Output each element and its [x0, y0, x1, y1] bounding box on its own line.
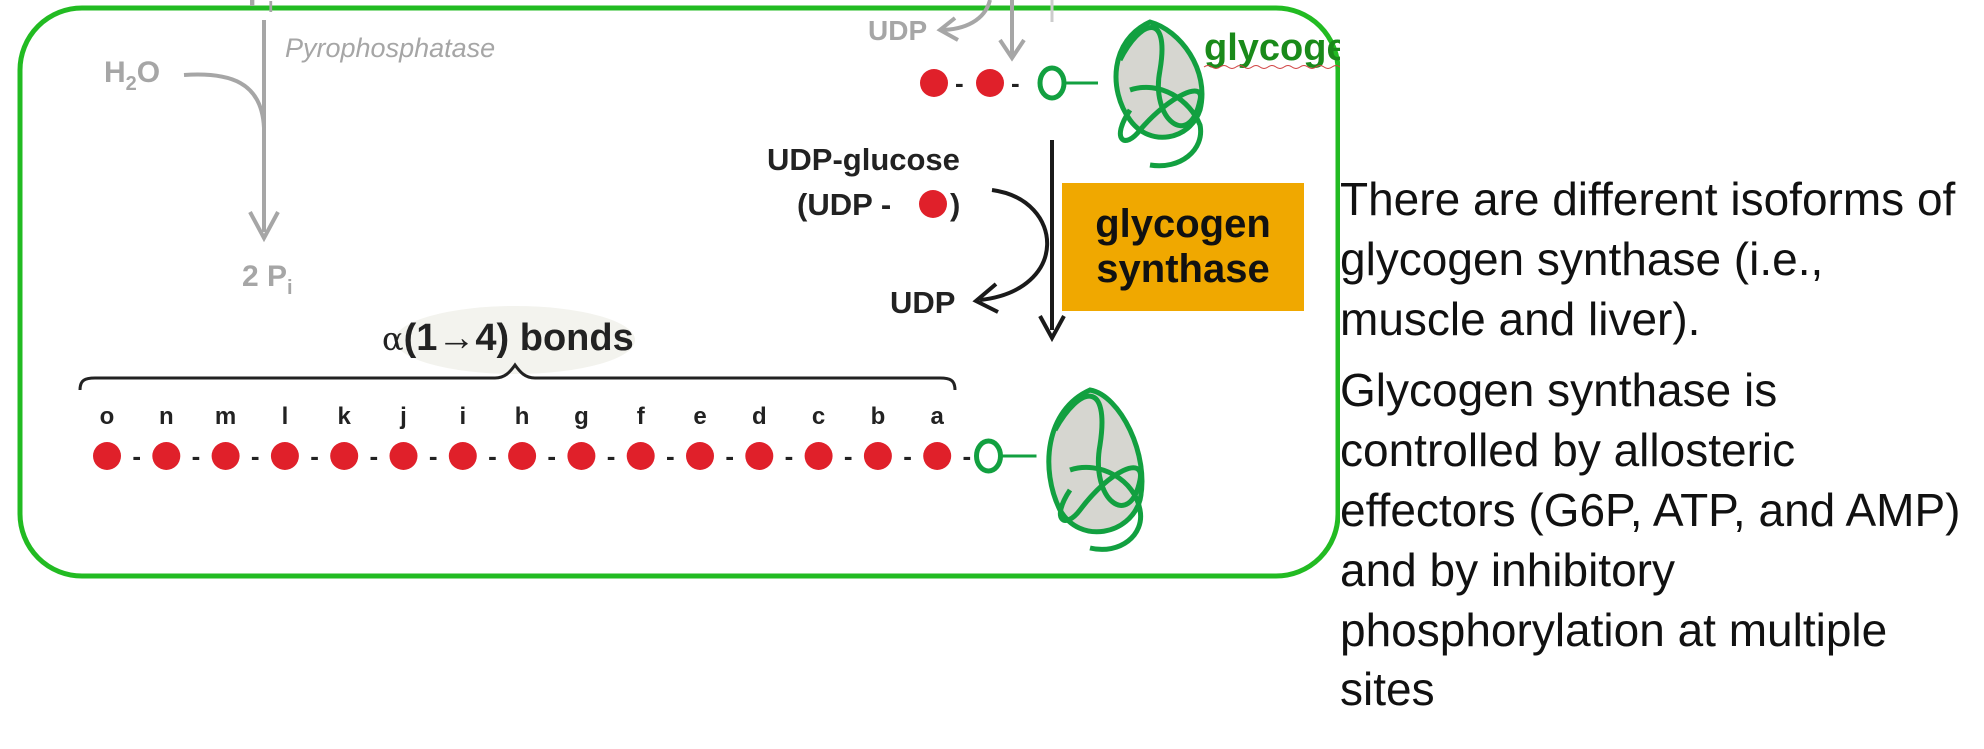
glucose-residue-c [804, 442, 833, 470]
residue-letter-l: l [282, 403, 289, 430]
glucose-residue-f [626, 442, 655, 470]
residue-letter-i: i [459, 403, 466, 430]
residue-letter-b: b [871, 403, 886, 430]
glucose-residue-g [567, 442, 596, 470]
bonds-label: α(1→4) bonds [382, 317, 634, 359]
residue-letter-n: n [159, 403, 174, 430]
primer-glucose-1 [920, 69, 948, 97]
bond-dash: - [903, 441, 912, 471]
glucose-residue-n [152, 442, 181, 470]
residue-letter-k: k [338, 403, 352, 430]
two-pi-label: 2 Pi [242, 260, 293, 299]
glycogen-synthesis-diagram: Pi H2O Pyrophosphatase 2 Pi UDP - - glyc… [17, 0, 1340, 579]
bottom-glycogenin-protein [1046, 387, 1145, 552]
top-udp-arrowhead [936, 16, 959, 42]
notes-panel: There are different isoforms of glycogen… [1340, 170, 1980, 732]
udp-glucose-label: UDP-glucose [767, 142, 960, 177]
bond-dash: - [963, 441, 972, 471]
glycogen-synthase-box: glycogen synthase [1062, 183, 1304, 311]
bond-dash: - [955, 68, 964, 98]
bond-dash: - [666, 441, 675, 471]
glucose-residue-j [389, 442, 418, 470]
glucose-residue-e [686, 442, 714, 470]
top-pi-label: Pi [248, 0, 274, 17]
chain-linker-o [974, 438, 1003, 474]
glucose-residue-k [330, 442, 359, 470]
bond-dash: - [1011, 68, 1020, 98]
bond-dash: - [607, 441, 616, 471]
udp-release-arrowhead [972, 282, 999, 314]
residue-letter-d: d [752, 403, 767, 430]
residue-letter-o: o [100, 403, 115, 430]
glucose-residue-i [448, 442, 477, 470]
primer-glucose-2 [976, 69, 1004, 97]
pyrophosphatase-arrowhead [248, 211, 280, 243]
top-glycogenin-protein [1113, 19, 1205, 169]
bond-dash: - [547, 441, 556, 471]
synthase-main-arrowhead [1038, 315, 1066, 343]
pyrophosphatase-label: Pyrophosphatase [285, 33, 495, 63]
bond-dash: - [132, 441, 141, 471]
bond-dash: - [251, 441, 260, 471]
residue-letter-j: j [399, 403, 407, 430]
residue-letter-m: m [215, 403, 236, 430]
residue-letter-e: e [693, 403, 706, 430]
bonds-label-highlight [395, 306, 635, 374]
bonds-bracket [78, 362, 957, 391]
primer-chain: - - [920, 65, 1098, 101]
glucose-residue-h [508, 442, 537, 470]
residue-letter-a: a [931, 403, 945, 430]
note-regulation: Glycogen synthase is controlled by allos… [1340, 364, 1961, 716]
bond-dash: - [488, 441, 497, 471]
bond-dash: - [429, 441, 438, 471]
bond-dash: - [192, 441, 201, 471]
glucose-residue-d [745, 442, 774, 470]
primer-linker-o [1037, 65, 1067, 101]
note-isoforms: There are different isoforms of glycogen… [1340, 173, 1956, 345]
udp-out-label: UDP [890, 285, 955, 320]
water-input-curve [183, 72, 266, 129]
water-label: H2O [104, 56, 160, 95]
bond-dash: - [844, 441, 853, 471]
bond-dash: - [785, 441, 794, 471]
top-down-arrowhead [998, 38, 1026, 62]
glycogen-chain: o-n-m-l-k-j-i-h-g-f-e-d-c-b-a- [93, 403, 1037, 474]
glycogenin-label: glycogenin [1204, 27, 1340, 69]
residue-letter-f: f [637, 403, 646, 430]
udp-glucose-ball [919, 190, 947, 218]
glycogenin-spellcheck-underline [1203, 65, 1340, 69]
udp-glucose-paren-open: (UDP - [797, 187, 891, 222]
residue-letter-h: h [515, 403, 530, 430]
glucose-residue-o [93, 442, 121, 470]
glucose-residue-m [211, 442, 240, 470]
glucose-residue-b [863, 442, 892, 470]
residue-letter-g: g [574, 403, 589, 430]
glucose-residue-a [923, 442, 952, 470]
bond-dash: - [725, 441, 734, 471]
udp-release-curve [979, 188, 1050, 302]
bond-dash: - [370, 441, 379, 471]
udp-glucose-paren-close: ) [950, 187, 960, 222]
top-udp-label: UDP [868, 15, 927, 46]
reaction-frame [17, 5, 1340, 579]
bond-dash: - [310, 441, 319, 471]
top-udp-curve [939, 0, 992, 32]
enzyme-label: glycogen synthase [1095, 202, 1271, 291]
residue-letter-c: c [812, 403, 825, 430]
glucose-residue-l [270, 442, 299, 470]
